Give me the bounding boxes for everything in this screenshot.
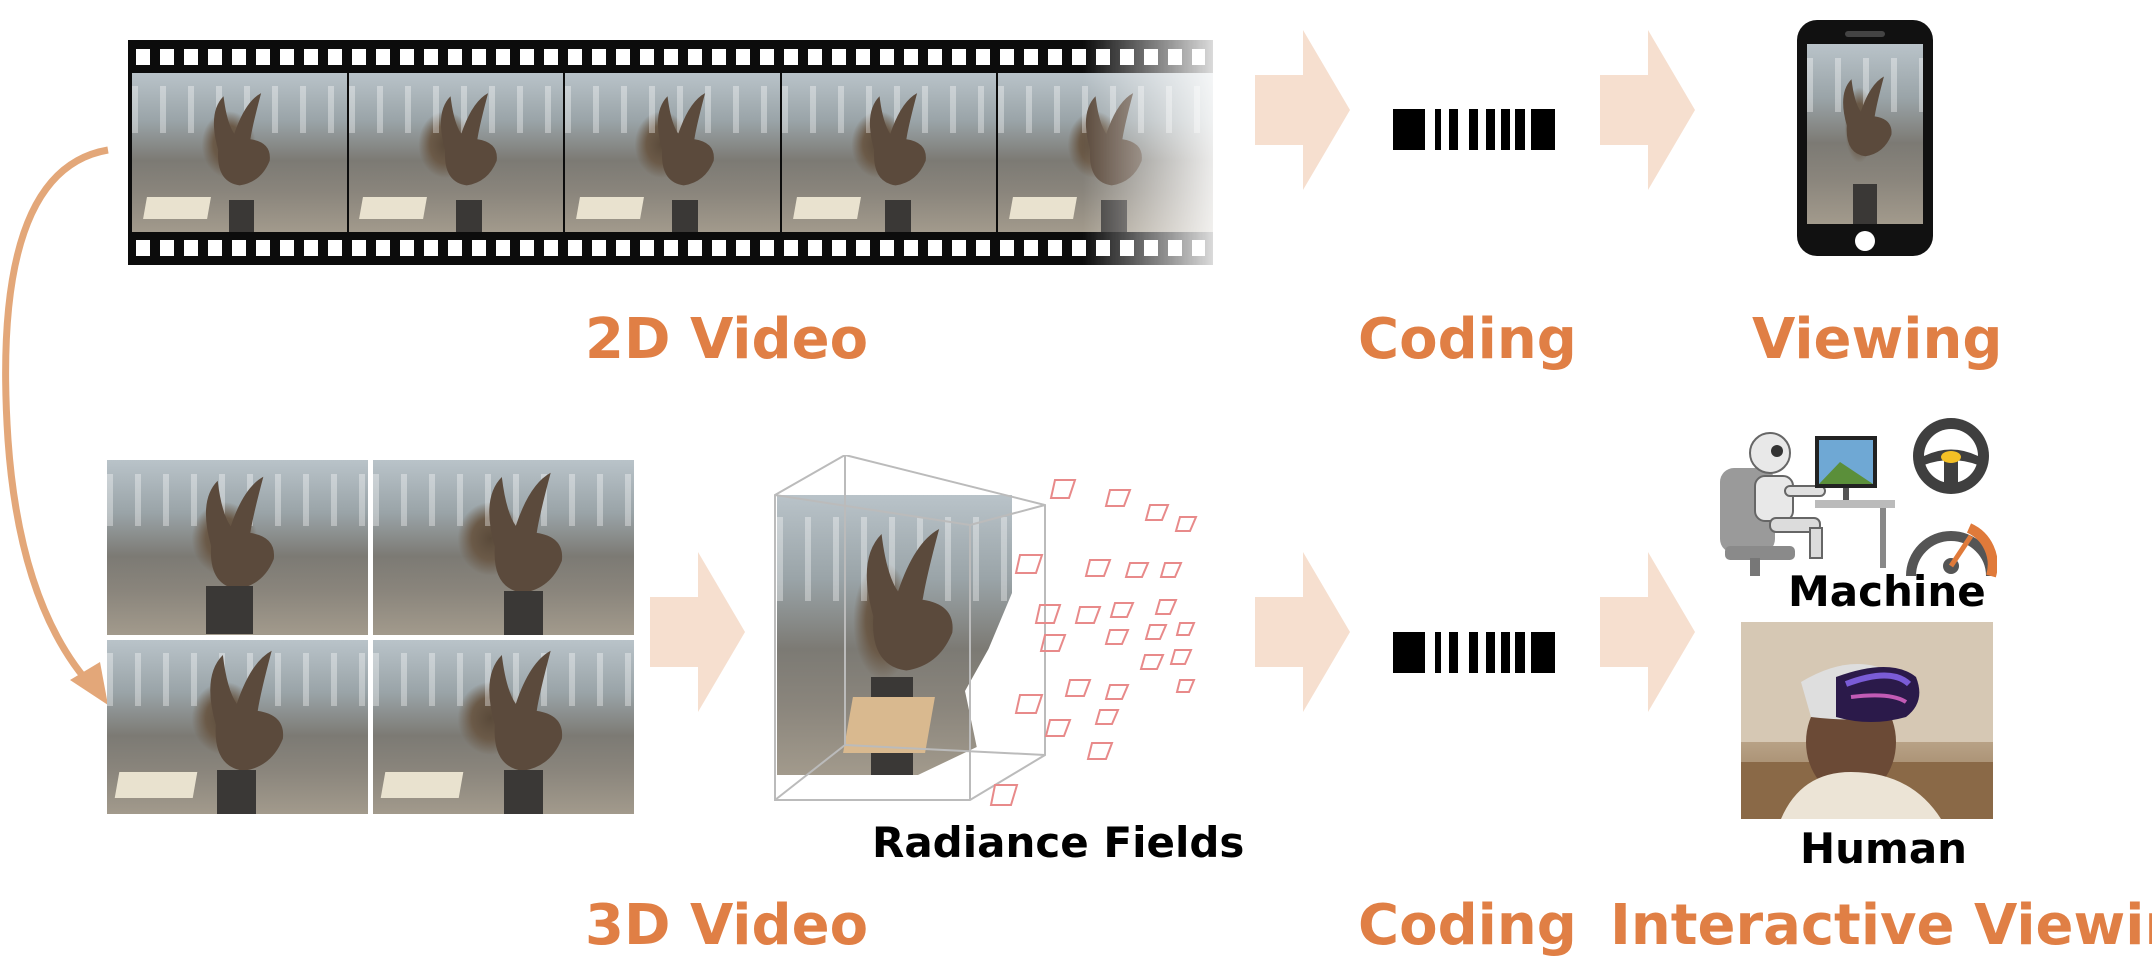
camera-frustums-icon xyxy=(989,479,1198,806)
triceratops-skull-icon xyxy=(866,529,953,671)
bitstream-icon xyxy=(1393,109,1555,150)
label-2d-video: 2D Video xyxy=(585,307,869,372)
film-frame-5 xyxy=(998,73,1213,232)
film-sprocket-top xyxy=(136,49,1205,65)
point-cloud-reconstruction xyxy=(777,495,1012,775)
triceratops-skull-icon xyxy=(440,93,497,186)
speedometer-icon xyxy=(1906,523,1997,578)
human-headset-photo xyxy=(1741,622,1993,819)
arrow-right-icon xyxy=(1255,30,1350,190)
film-frames xyxy=(132,73,1213,232)
arrow-right-icon xyxy=(1255,552,1350,712)
triceratops-skull-icon xyxy=(206,476,275,589)
phone-home-button xyxy=(1855,231,1875,251)
label-coding-bottom: Coding xyxy=(1358,893,1577,958)
phone-screen xyxy=(1807,44,1923,224)
smartphone-icon xyxy=(1797,20,1933,256)
label-machine: Machine xyxy=(1788,567,1986,616)
arrow-right-icon xyxy=(1600,552,1695,712)
curved-arrow-icon xyxy=(2,146,109,705)
triceratops-skull-icon xyxy=(210,651,284,772)
radiance-field-visual xyxy=(770,455,1200,815)
label-coding-top: Coding xyxy=(1358,307,1577,372)
label-viewing: Viewing xyxy=(1752,307,2003,372)
multi-view-grid xyxy=(107,460,634,814)
film-frame-2 xyxy=(348,73,564,232)
triceratops-skull-icon xyxy=(213,93,270,186)
steering-wheel-icon xyxy=(1913,418,1989,494)
bounding-box-icon xyxy=(774,455,1046,801)
arrow-right-icon xyxy=(1600,30,1695,190)
view-3 xyxy=(107,639,368,814)
film-sprocket-bottom xyxy=(136,240,1205,256)
bitstream-icon xyxy=(1393,632,1555,673)
label-radiance-fields: Radiance Fields xyxy=(872,818,1245,867)
triceratops-skull-icon xyxy=(489,473,563,594)
triceratops-skull-icon xyxy=(1086,93,1143,186)
phone-speaker xyxy=(1845,31,1885,37)
film-frame-4 xyxy=(781,73,997,232)
view-1 xyxy=(107,460,368,635)
film-frame-1 xyxy=(132,73,347,232)
triceratops-skull-icon xyxy=(657,93,714,186)
label-3d-video: 3D Video xyxy=(585,893,869,958)
label-human: Human xyxy=(1800,824,1968,873)
label-interactive-viewing: Interactive Viewing xyxy=(1610,893,2152,958)
view-2 xyxy=(373,460,634,635)
view-4 xyxy=(373,639,634,814)
triceratops-skull-icon xyxy=(1842,76,1892,157)
robot-driver-icon xyxy=(1720,432,1895,576)
triceratops-skull-icon xyxy=(869,93,926,186)
person-with-headset-icon xyxy=(1741,622,1993,819)
film-frame-3 xyxy=(565,73,780,232)
film-strip xyxy=(128,40,1213,265)
arrow-right-icon xyxy=(650,552,745,712)
triceratops-skull-icon xyxy=(489,651,563,772)
